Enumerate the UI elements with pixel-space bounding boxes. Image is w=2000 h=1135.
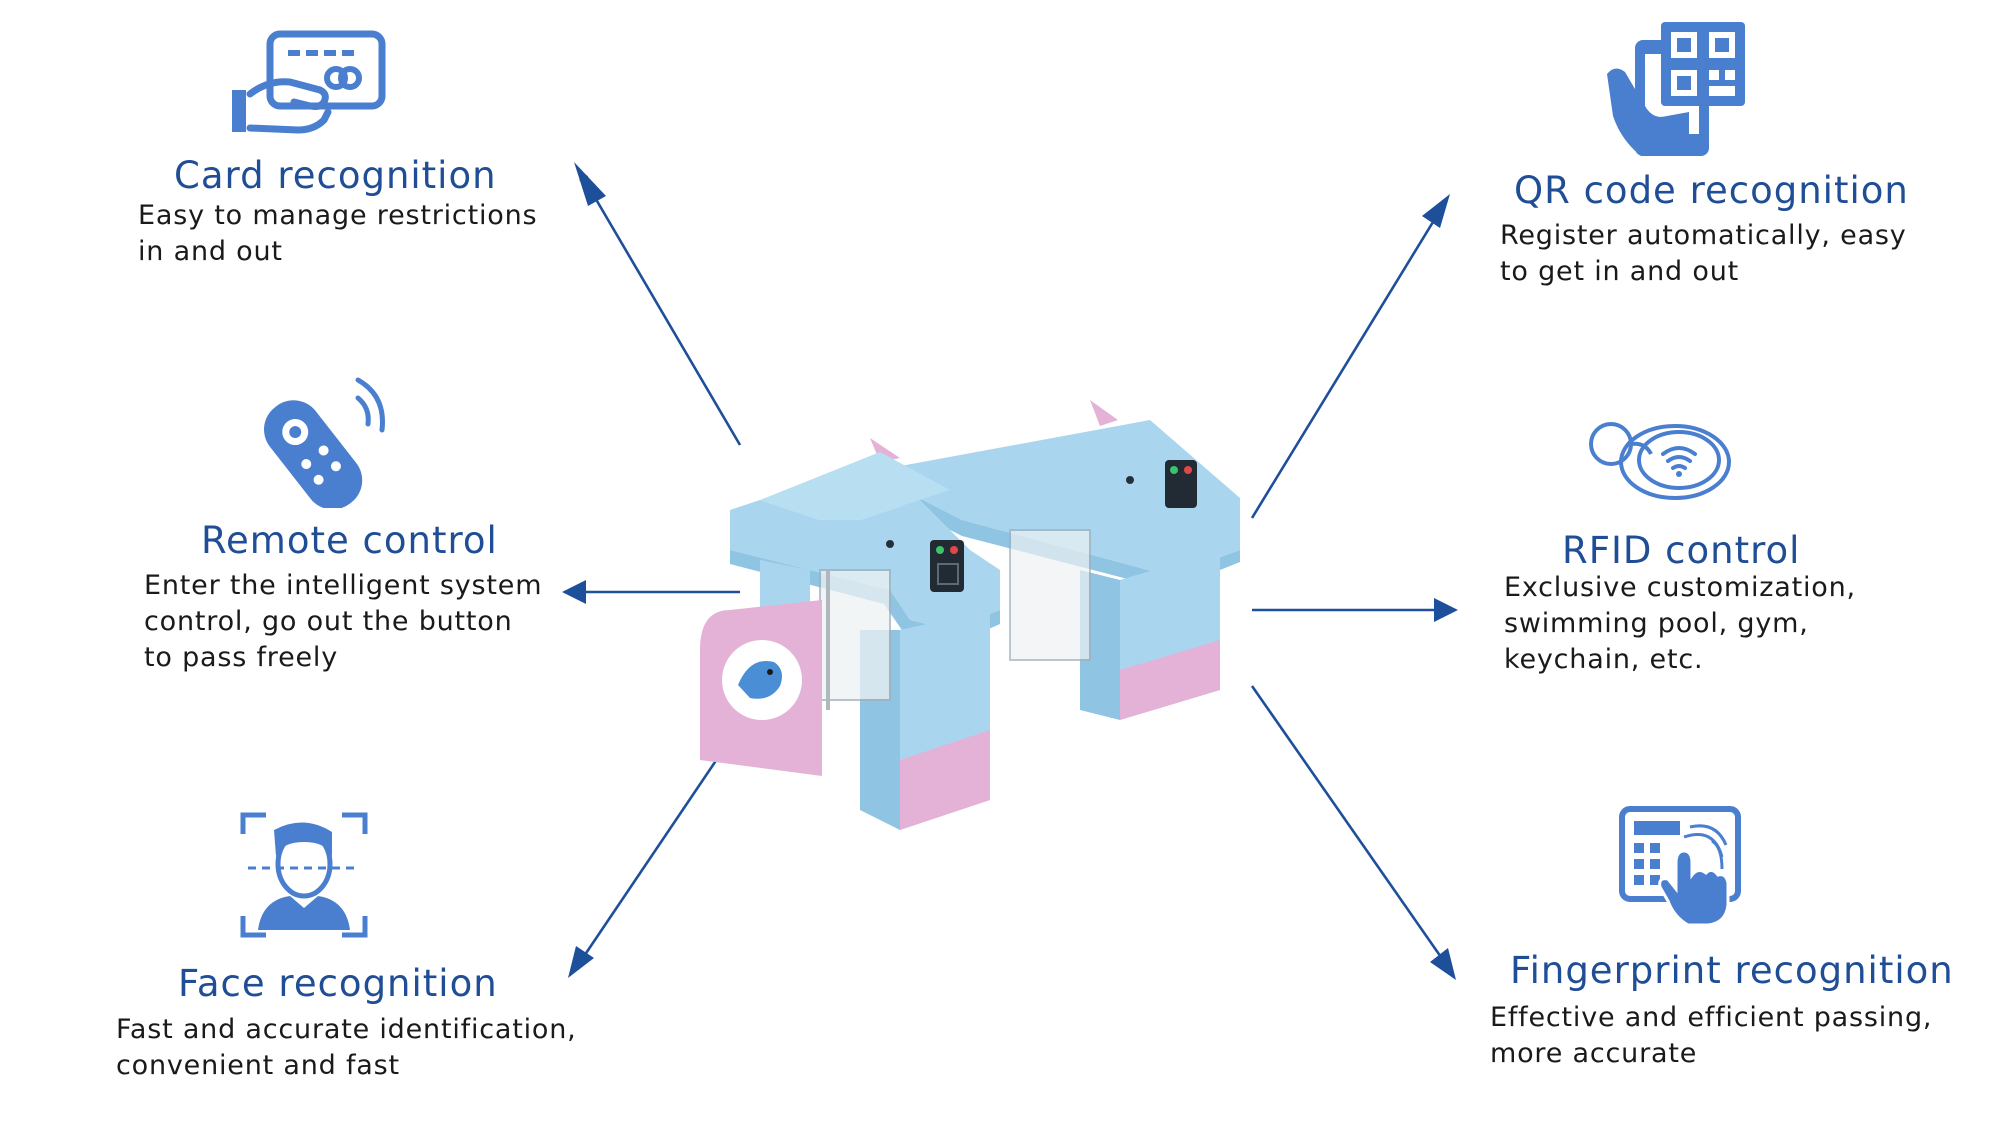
arrow-qr	[1250, 202, 1446, 519]
card-desc: Easy to manage restrictions in and out	[138, 198, 537, 270]
face-scan-icon	[240, 812, 368, 938]
arrowhead-face	[568, 946, 594, 978]
arrowhead-fingerprint	[1430, 948, 1456, 980]
rfid-desc-line-2: swimming pool, gym,	[1504, 608, 1809, 639]
remote-desc: Enter the intelligent system control, go…	[144, 568, 542, 676]
arrowhead-rfid	[1434, 598, 1458, 622]
rfid-desc-line-1: Exclusive customization,	[1504, 572, 1856, 603]
remote-desc-line-2: control, go out the button	[144, 606, 513, 637]
fingerprint-title: Fingerprint recognition	[1510, 949, 1954, 992]
fingerprint-desc-line-2: more accurate	[1490, 1038, 1698, 1069]
card-title: Card recognition	[174, 154, 497, 197]
fingerprint-desc-line-1: Effective and efficient passing,	[1490, 1002, 1933, 1033]
face-desc-line-1: Fast and accurate identification,	[116, 1014, 577, 1045]
arrowhead-qr	[1422, 194, 1450, 228]
qr-desc-line-2: to get in and out	[1500, 256, 1739, 287]
fingerprint-desc: Effective and efficient passing, more ac…	[1490, 1000, 1932, 1072]
gate-front-unit	[700, 452, 1000, 830]
arrow-face	[574, 724, 742, 970]
rfid-desc: Exclusive customization, swimming pool, …	[1504, 570, 1856, 678]
face-title: Face recognition	[178, 962, 498, 1005]
turnstile-gate-image	[700, 400, 1240, 830]
qr-phone-icon	[1607, 22, 1745, 156]
face-desc-line-2: convenient and fast	[116, 1050, 400, 1081]
rfid-desc-line-3: keychain, etc.	[1504, 644, 1704, 675]
rfid-title: RFID control	[1562, 529, 1801, 572]
remote-control-icon	[263, 377, 385, 508]
arrowhead-card	[574, 162, 606, 206]
face-desc: Fast and accurate identification, conven…	[116, 1012, 577, 1084]
qr-desc-line-1: Register automatically, easy	[1500, 220, 1907, 251]
fingerprint-keypad-icon	[1619, 806, 1741, 927]
arrow-fingerprint	[1250, 685, 1452, 972]
card-desc-line-1: Easy to manage restrictions	[138, 200, 538, 231]
qr-desc: Register automatically, easy to get in a…	[1500, 218, 1907, 290]
arrow-card	[578, 170, 742, 446]
remote-desc-line-1: Enter the intelligent system	[144, 570, 543, 601]
rfid-keyfob-icon	[1589, 422, 1731, 500]
qr-title: QR code recognition	[1514, 169, 1909, 212]
gate-back-unit	[868, 400, 1240, 720]
arrowhead-remote	[562, 580, 586, 604]
remote-desc-line-3: to pass freely	[144, 642, 339, 673]
remote-title: Remote control	[201, 519, 498, 562]
card-hand-icon	[232, 30, 386, 134]
card-desc-line-2: in and out	[138, 236, 283, 267]
